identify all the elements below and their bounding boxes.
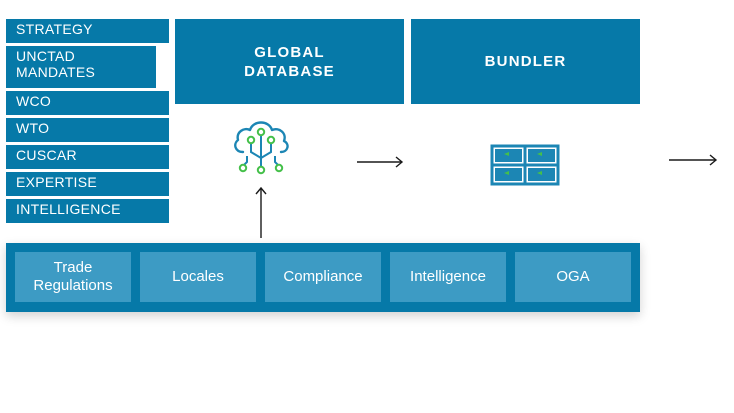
bundler-box: BUNDLER (411, 19, 640, 104)
stack-item-wto: WTO (6, 118, 169, 142)
stack-item-wco: WCO (6, 91, 169, 115)
stack-item-strategy: STRATEGY (6, 19, 169, 43)
cell-trade-regulations: Trade Regulations (15, 252, 131, 302)
cell-oga: OGA (515, 252, 631, 302)
grid-bundle-icon (490, 144, 560, 186)
cell-compliance: Compliance (265, 252, 381, 302)
stack-item-unctad-mandates: UNCTAD MANDATES (6, 46, 156, 88)
cell-locales: Locales (140, 252, 256, 302)
global-database-box: GLOBAL DATABASE (175, 19, 404, 104)
arrow-right-icon (357, 156, 404, 168)
left-label-stack: STRATEGY UNCTAD MANDATES WCO WTO CUSCAR … (6, 19, 169, 226)
stack-item-cuscar: CUSCAR (6, 145, 169, 169)
cloud-network-icon (234, 121, 289, 175)
bundler-label: BUNDLER (484, 53, 567, 70)
cell-intelligence: Intelligence (390, 252, 506, 302)
global-database-label: GLOBAL DATABASE (244, 43, 335, 80)
arrow-right-icon (669, 154, 718, 166)
stack-item-intelligence: INTELLIGENCE (6, 199, 169, 223)
data-sources-bar: Trade Regulations Locales Compliance Int… (6, 243, 640, 312)
stack-item-expertise: EXPERTISE (6, 172, 169, 196)
arrow-up-icon (255, 186, 267, 238)
